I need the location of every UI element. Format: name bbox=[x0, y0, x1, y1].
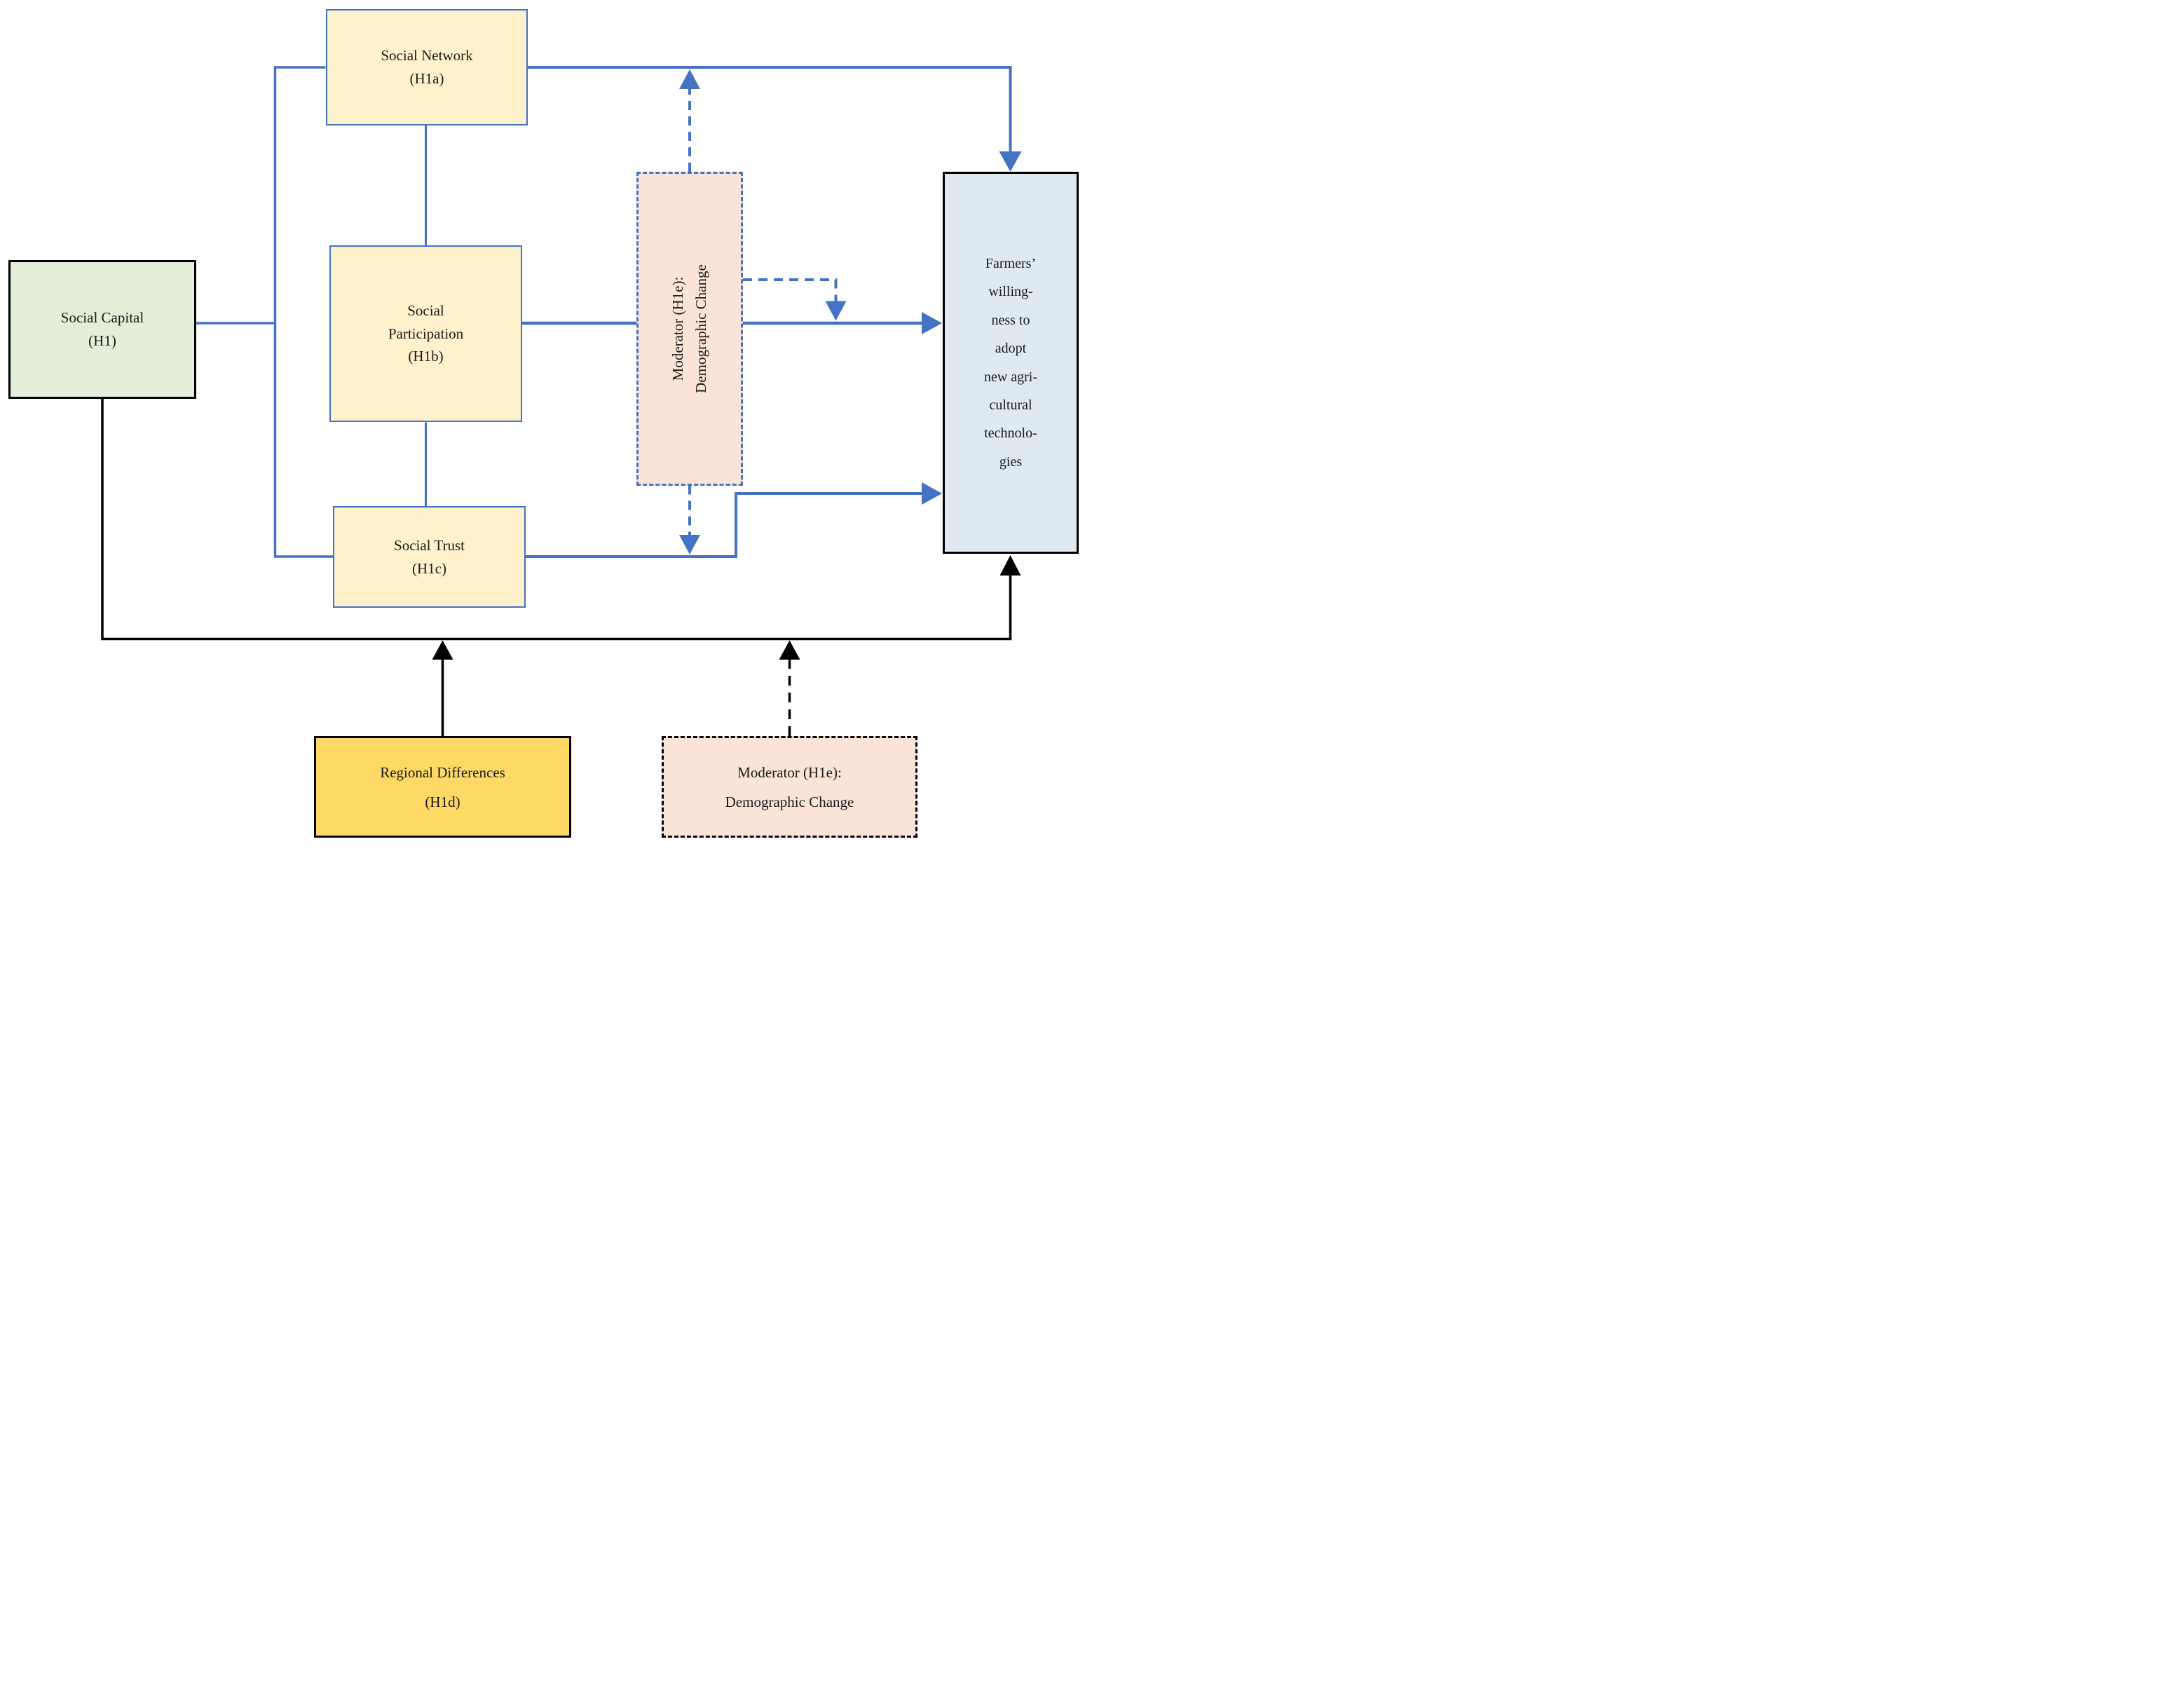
moderator-mid-label: Moderator (H1e): bbox=[669, 276, 686, 381]
regional-differences-label: Regional Differences bbox=[380, 763, 505, 781]
farmers-line-6: cultural bbox=[989, 397, 1032, 413]
edge-trust-farmers bbox=[526, 492, 923, 558]
farmers-line-8: gies bbox=[999, 454, 1023, 470]
farmers-line-7: technolo- bbox=[984, 426, 1037, 442]
farmers-willingness-box: Farmers’ willing- ness to adopt new agri… bbox=[943, 172, 1079, 554]
arrowhead-black-into-farmers-bottom bbox=[999, 555, 1021, 576]
arrowhead-moderator-right-down bbox=[825, 301, 847, 321]
farmers-line-1: Farmers’ bbox=[985, 255, 1037, 271]
arrowhead-moderator-bottom-up bbox=[779, 640, 800, 660]
social-trust-hypothesis: (H1c) bbox=[412, 559, 446, 577]
social-capital-hypothesis: (H1) bbox=[88, 332, 116, 349]
connector-layer bbox=[101, 66, 1022, 736]
edge-network-farmers bbox=[527, 66, 1012, 152]
social-capital-box: Social Capital (H1) bbox=[8, 260, 196, 399]
social-network-label: Social Network bbox=[381, 47, 473, 64]
social-network-box: Social Network (H1a) bbox=[326, 9, 528, 125]
social-network-hypothesis: (H1a) bbox=[409, 70, 444, 87]
social-participation-box: Social Participation (H1b) bbox=[329, 245, 522, 422]
farmers-line-4: adopt bbox=[995, 341, 1027, 357]
moderator-bottom-label: Moderator (H1e): bbox=[737, 763, 842, 781]
arrowhead-participation-into-farmers bbox=[922, 312, 942, 334]
farmers-line-2: willing- bbox=[988, 284, 1033, 300]
moderator-mid-box: Moderator (H1e): Demographic Change bbox=[636, 172, 743, 486]
regional-differences-box: Regional Differences (H1d) bbox=[314, 736, 571, 838]
edge-capital-trunk bbox=[196, 66, 333, 558]
arrowhead-regional-up bbox=[432, 640, 453, 660]
social-participation-label-1: Social bbox=[407, 302, 444, 320]
arrowhead-network-into-farmers bbox=[999, 151, 1022, 172]
arrowhead-trust-into-farmers bbox=[922, 482, 942, 505]
moderator-bottom-box: Moderator (H1e): Demographic Change bbox=[662, 736, 917, 838]
arrowhead-moderator-up bbox=[679, 69, 700, 89]
edge-capital-farmers-rail bbox=[101, 399, 1012, 641]
moderator-mid-vertical-text: Moderator (H1e): Demographic Change bbox=[637, 178, 742, 479]
social-participation-hypothesis: (H1b) bbox=[408, 348, 444, 365]
farmers-line-3: ness to bbox=[991, 312, 1030, 328]
edge-moderator-right bbox=[743, 278, 838, 302]
farmers-line-5: new agri- bbox=[983, 369, 1038, 385]
moderator-bottom-sublabel: Demographic Change bbox=[725, 793, 854, 810]
social-trust-box: Social Trust (H1c) bbox=[333, 506, 526, 608]
diagram-canvas: Social Capital (H1) Social Network (H1a)… bbox=[0, 0, 1092, 851]
moderator-mid-sublabel: Demographic Change bbox=[692, 264, 709, 393]
social-capital-label: Social Capital bbox=[60, 309, 144, 327]
arrowhead-moderator-down bbox=[679, 535, 700, 554]
social-trust-label: Social Trust bbox=[394, 536, 465, 554]
regional-differences-hypothesis: (H1d) bbox=[425, 793, 460, 810]
social-participation-label-2: Participation bbox=[388, 325, 464, 342]
